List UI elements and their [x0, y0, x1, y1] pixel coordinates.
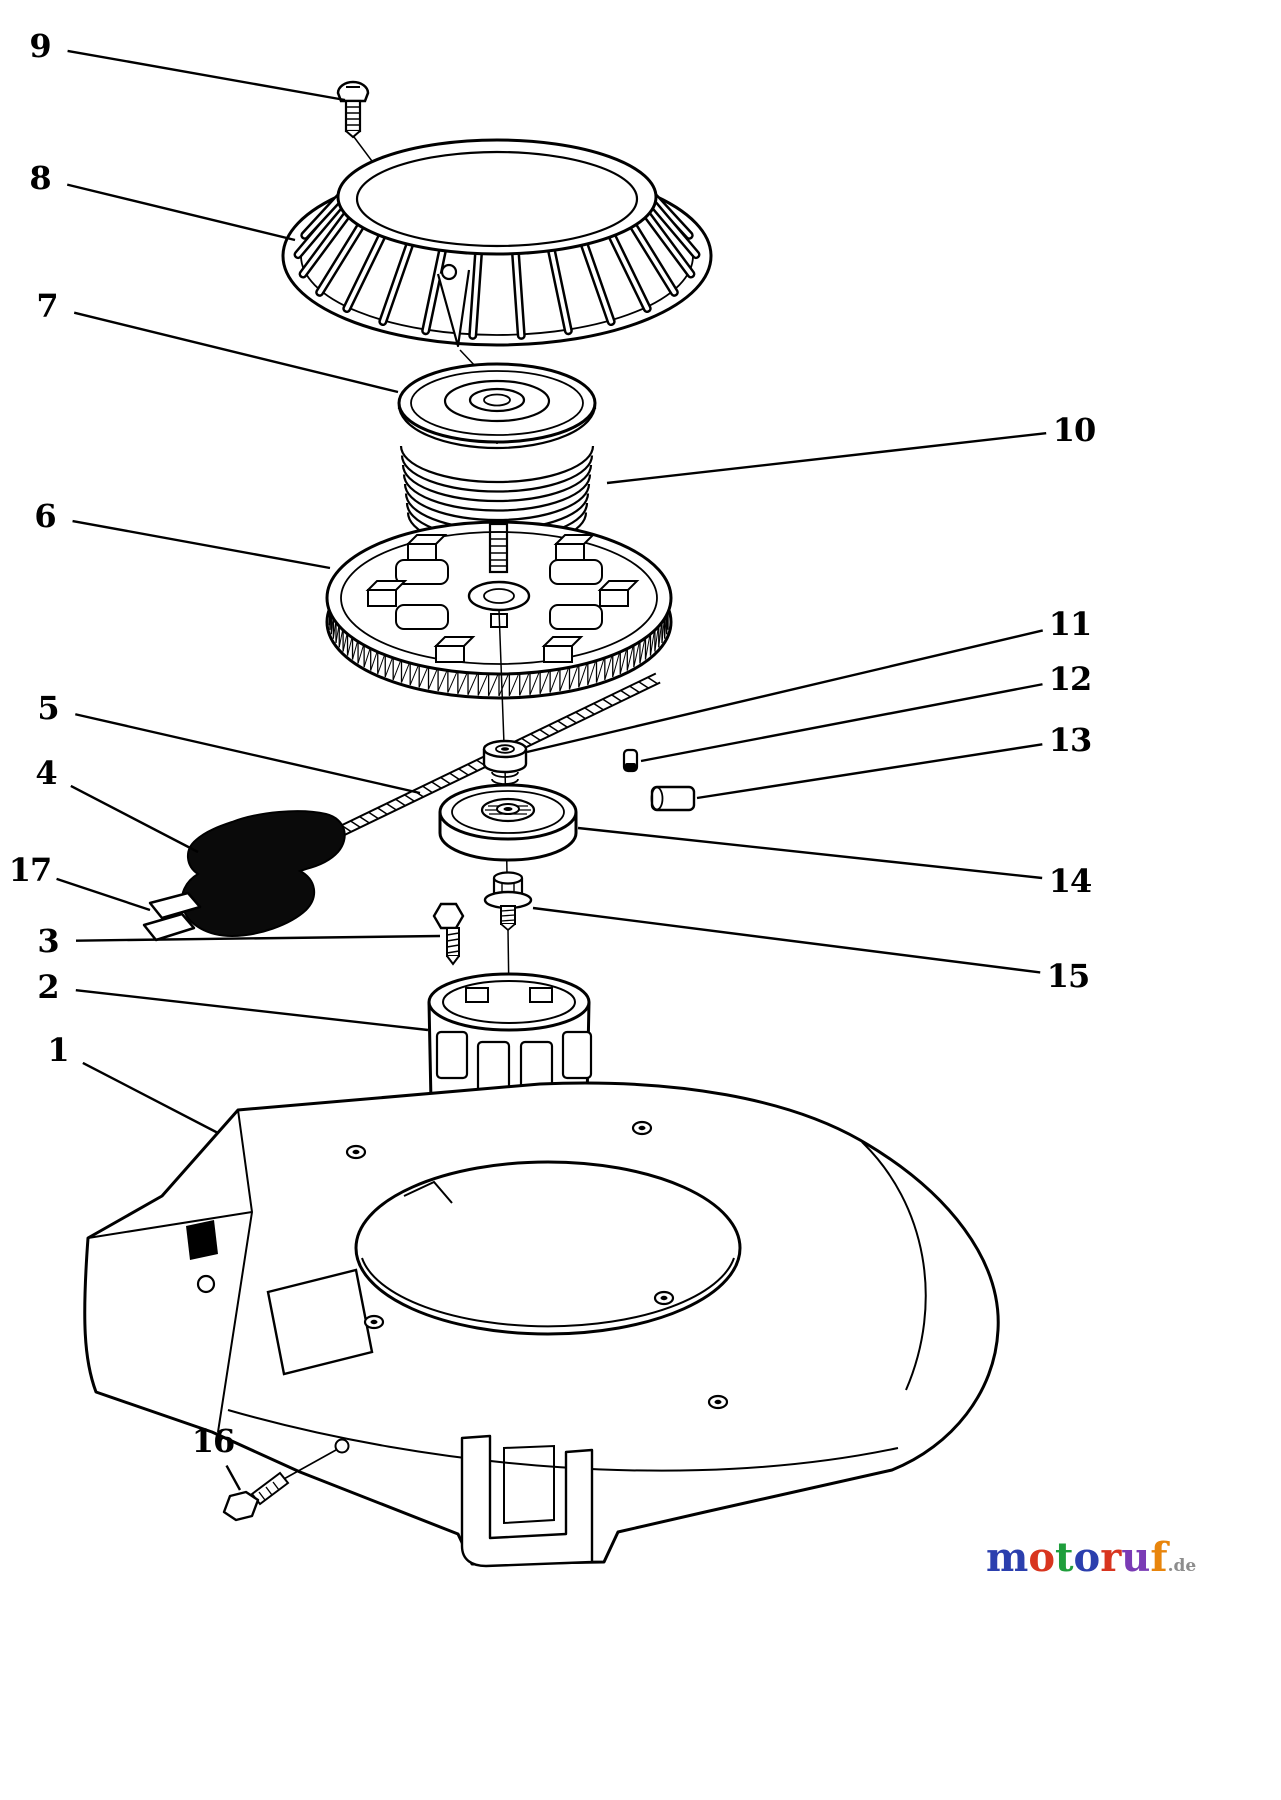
leader-line-4 [70, 784, 199, 854]
drive-pin-12 [622, 748, 639, 773]
leader-line-10 [606, 431, 1047, 485]
leader-line-7 [73, 311, 399, 394]
screw-9 [336, 80, 370, 139]
screw-3 [432, 902, 465, 966]
blower-housing-1 [83, 1081, 1000, 1568]
watermark-letter: f [1150, 1534, 1168, 1581]
part-label-10: 10 [1052, 411, 1097, 449]
ring-gear-teeth [328, 605, 669, 697]
part-label-11: 11 [1048, 605, 1093, 643]
part-label-14: 14 [1048, 862, 1093, 900]
watermark-text: motoruf [986, 1534, 1168, 1581]
starter-handle-4 [180, 810, 346, 938]
flywheel-opening [354, 1160, 742, 1336]
starter-pulley-7 [397, 362, 597, 450]
label-plate [266, 1268, 374, 1376]
part-label-8: 8 [29, 159, 51, 197]
part-label-12: 12 [1048, 660, 1093, 698]
part-label-4: 4 [35, 754, 57, 792]
watermark-suffix: .de [1167, 1556, 1197, 1576]
leader-line-1 [82, 1061, 219, 1135]
housing-screw-holes [345, 1120, 729, 1410]
watermark-letter: t [1055, 1534, 1074, 1581]
watermark-letter: o [1073, 1534, 1101, 1581]
leader-line-15 [532, 906, 1041, 974]
leader-line-5 [75, 713, 421, 795]
spacer-13 [650, 785, 696, 812]
part-label-7: 7 [36, 287, 58, 325]
bolt-15 [483, 871, 533, 932]
part-label-6: 6 [34, 497, 56, 535]
leader-line-13 [696, 743, 1043, 800]
part-label-17: 17 [8, 851, 53, 889]
flange-slot [186, 1220, 218, 1260]
leader-line-3 [75, 934, 441, 942]
leader-line-17 [56, 877, 151, 912]
spring-retainer-11 [482, 739, 528, 792]
rope-guide-boss [440, 263, 458, 281]
part-label-16: 16 [191, 1422, 236, 1460]
leader-line-12 [640, 683, 1043, 763]
leader-line-11 [526, 629, 1044, 754]
leader-line-16 [225, 1464, 242, 1491]
part-label-1: 1 [47, 1031, 69, 1069]
leader-line-2 [75, 988, 429, 1032]
flywheel-fan-paddles [365, 534, 640, 663]
part-label-2: 2 [37, 968, 59, 1006]
rope-clip-17 [142, 891, 202, 942]
clutch-drum-14 [438, 783, 578, 862]
part-label-15: 15 [1046, 957, 1091, 995]
watermark-letter: u [1121, 1534, 1151, 1581]
mounting-bracket [460, 1434, 594, 1568]
leader-lines [56, 49, 1047, 1491]
watermark-logo: motoruf.de [986, 1538, 1196, 1578]
watermark-letter: m [986, 1534, 1029, 1581]
leader-line-9 [67, 49, 346, 102]
leader-line-8 [66, 183, 296, 242]
leader-line-6 [72, 519, 331, 570]
flywheel-hub [467, 580, 531, 628]
screw-16-hole [334, 1438, 350, 1454]
watermark-letter: r [1100, 1534, 1122, 1581]
recoil-housing-8 [281, 138, 713, 348]
screw-16 [222, 1471, 290, 1522]
watermark-letter: o [1028, 1534, 1056, 1581]
part-label-13: 13 [1048, 721, 1093, 759]
leader-line-14 [577, 826, 1043, 880]
part-label-3: 3 [37, 922, 59, 960]
part-label-5: 5 [37, 689, 59, 727]
part-label-9: 9 [29, 27, 51, 65]
